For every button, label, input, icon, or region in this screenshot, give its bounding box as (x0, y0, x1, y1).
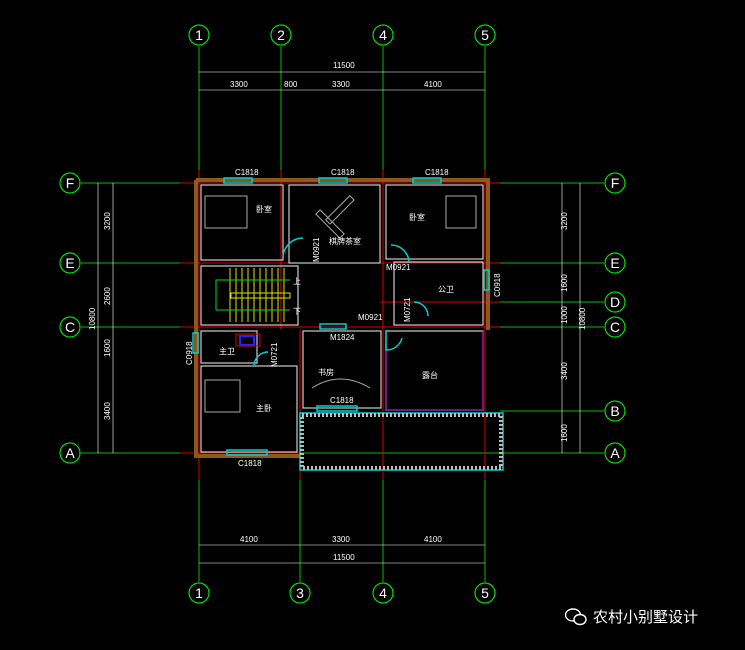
dim-text: 3300 (230, 80, 248, 89)
dim-text: 4100 (240, 535, 258, 544)
door-label: M1824 (330, 333, 355, 342)
door-label: M0721 (403, 297, 412, 322)
axis-label: C (65, 319, 75, 335)
watermark: 农村小别墅设计 (565, 606, 698, 627)
door-label: M0921 (358, 313, 383, 322)
window-label: C1818 (238, 459, 262, 468)
dim-text: 3200 (560, 212, 569, 230)
wechat-icon (565, 607, 587, 625)
window-label: C0918 (493, 273, 502, 297)
axis-label: B (610, 403, 619, 419)
axis-label: 5 (481, 27, 489, 43)
axis-label: 2 (277, 27, 285, 43)
windows (192, 177, 490, 456)
window-label: C1818 (235, 168, 259, 177)
dim-text: 1600 (560, 274, 569, 292)
axis-label: F (611, 175, 620, 191)
stair-down-label: 下 (293, 307, 301, 316)
dim-text: 11500 (333, 61, 355, 70)
dim-text: 1600 (103, 339, 112, 357)
axis-label: 5 (481, 585, 489, 601)
stair-arrows (215, 279, 290, 311)
dim-text: 4100 (424, 535, 442, 544)
dim-text: 3400 (560, 362, 569, 380)
axis-label: E (610, 255, 619, 271)
room-label: 书房 (318, 367, 334, 377)
dim-text: 2600 (103, 287, 112, 305)
terrace-tiles (299, 331, 504, 471)
axis-grid (81, 46, 604, 582)
axis-label: A (610, 445, 620, 461)
dim-text: 3300 (332, 80, 350, 89)
window-label: C0918 (185, 341, 194, 365)
room-label: 公卫 (438, 285, 454, 294)
dim-text: 11500 (333, 553, 355, 562)
door-label: M0921 (312, 237, 321, 262)
window-label: C1818 (331, 168, 355, 177)
watermark-text: 农村小别墅设计 (593, 608, 699, 626)
door-label: M0721 (270, 342, 279, 367)
dim-text: 3300 (332, 535, 350, 544)
dim-text: 800 (284, 80, 298, 89)
dim-text: 10800 (578, 307, 587, 330)
dim-text: 3400 (103, 402, 112, 420)
axis-label: E (65, 255, 74, 271)
window-label: C1818 (330, 396, 354, 405)
staircase (229, 268, 291, 322)
axis-label: 1 (195, 585, 203, 601)
dim-text: 4100 (424, 80, 442, 89)
interior-walls (200, 184, 484, 453)
axis-label: 1 (195, 27, 203, 43)
exterior-walls (194, 178, 490, 458)
stair-up-label: 上 (293, 277, 301, 286)
room-label: 主卧 (256, 403, 272, 413)
furniture (204, 195, 477, 413)
room-label: 卧室 (409, 212, 425, 222)
axis-label: D (610, 294, 620, 310)
room-label: 棋牌茶室 (329, 236, 361, 246)
dim-text: 1000 (560, 306, 569, 324)
room-label: 卧室 (256, 204, 272, 214)
axis-label: 4 (379, 27, 387, 43)
axis-label: A (65, 445, 75, 461)
dim-text: 3200 (103, 212, 112, 230)
axis-label: 3 (296, 585, 304, 601)
door-label: M0921 (386, 263, 411, 272)
dimension-lines (97, 71, 581, 564)
dim-text: 1600 (560, 424, 569, 442)
room-label: 露台 (422, 370, 438, 380)
axis-label: C (610, 319, 620, 335)
window-label: C1818 (425, 168, 449, 177)
axis-label: 4 (379, 585, 387, 601)
dim-text: 10800 (88, 307, 97, 330)
axis-label: F (66, 175, 75, 191)
room-label: 主卫 (219, 346, 235, 356)
